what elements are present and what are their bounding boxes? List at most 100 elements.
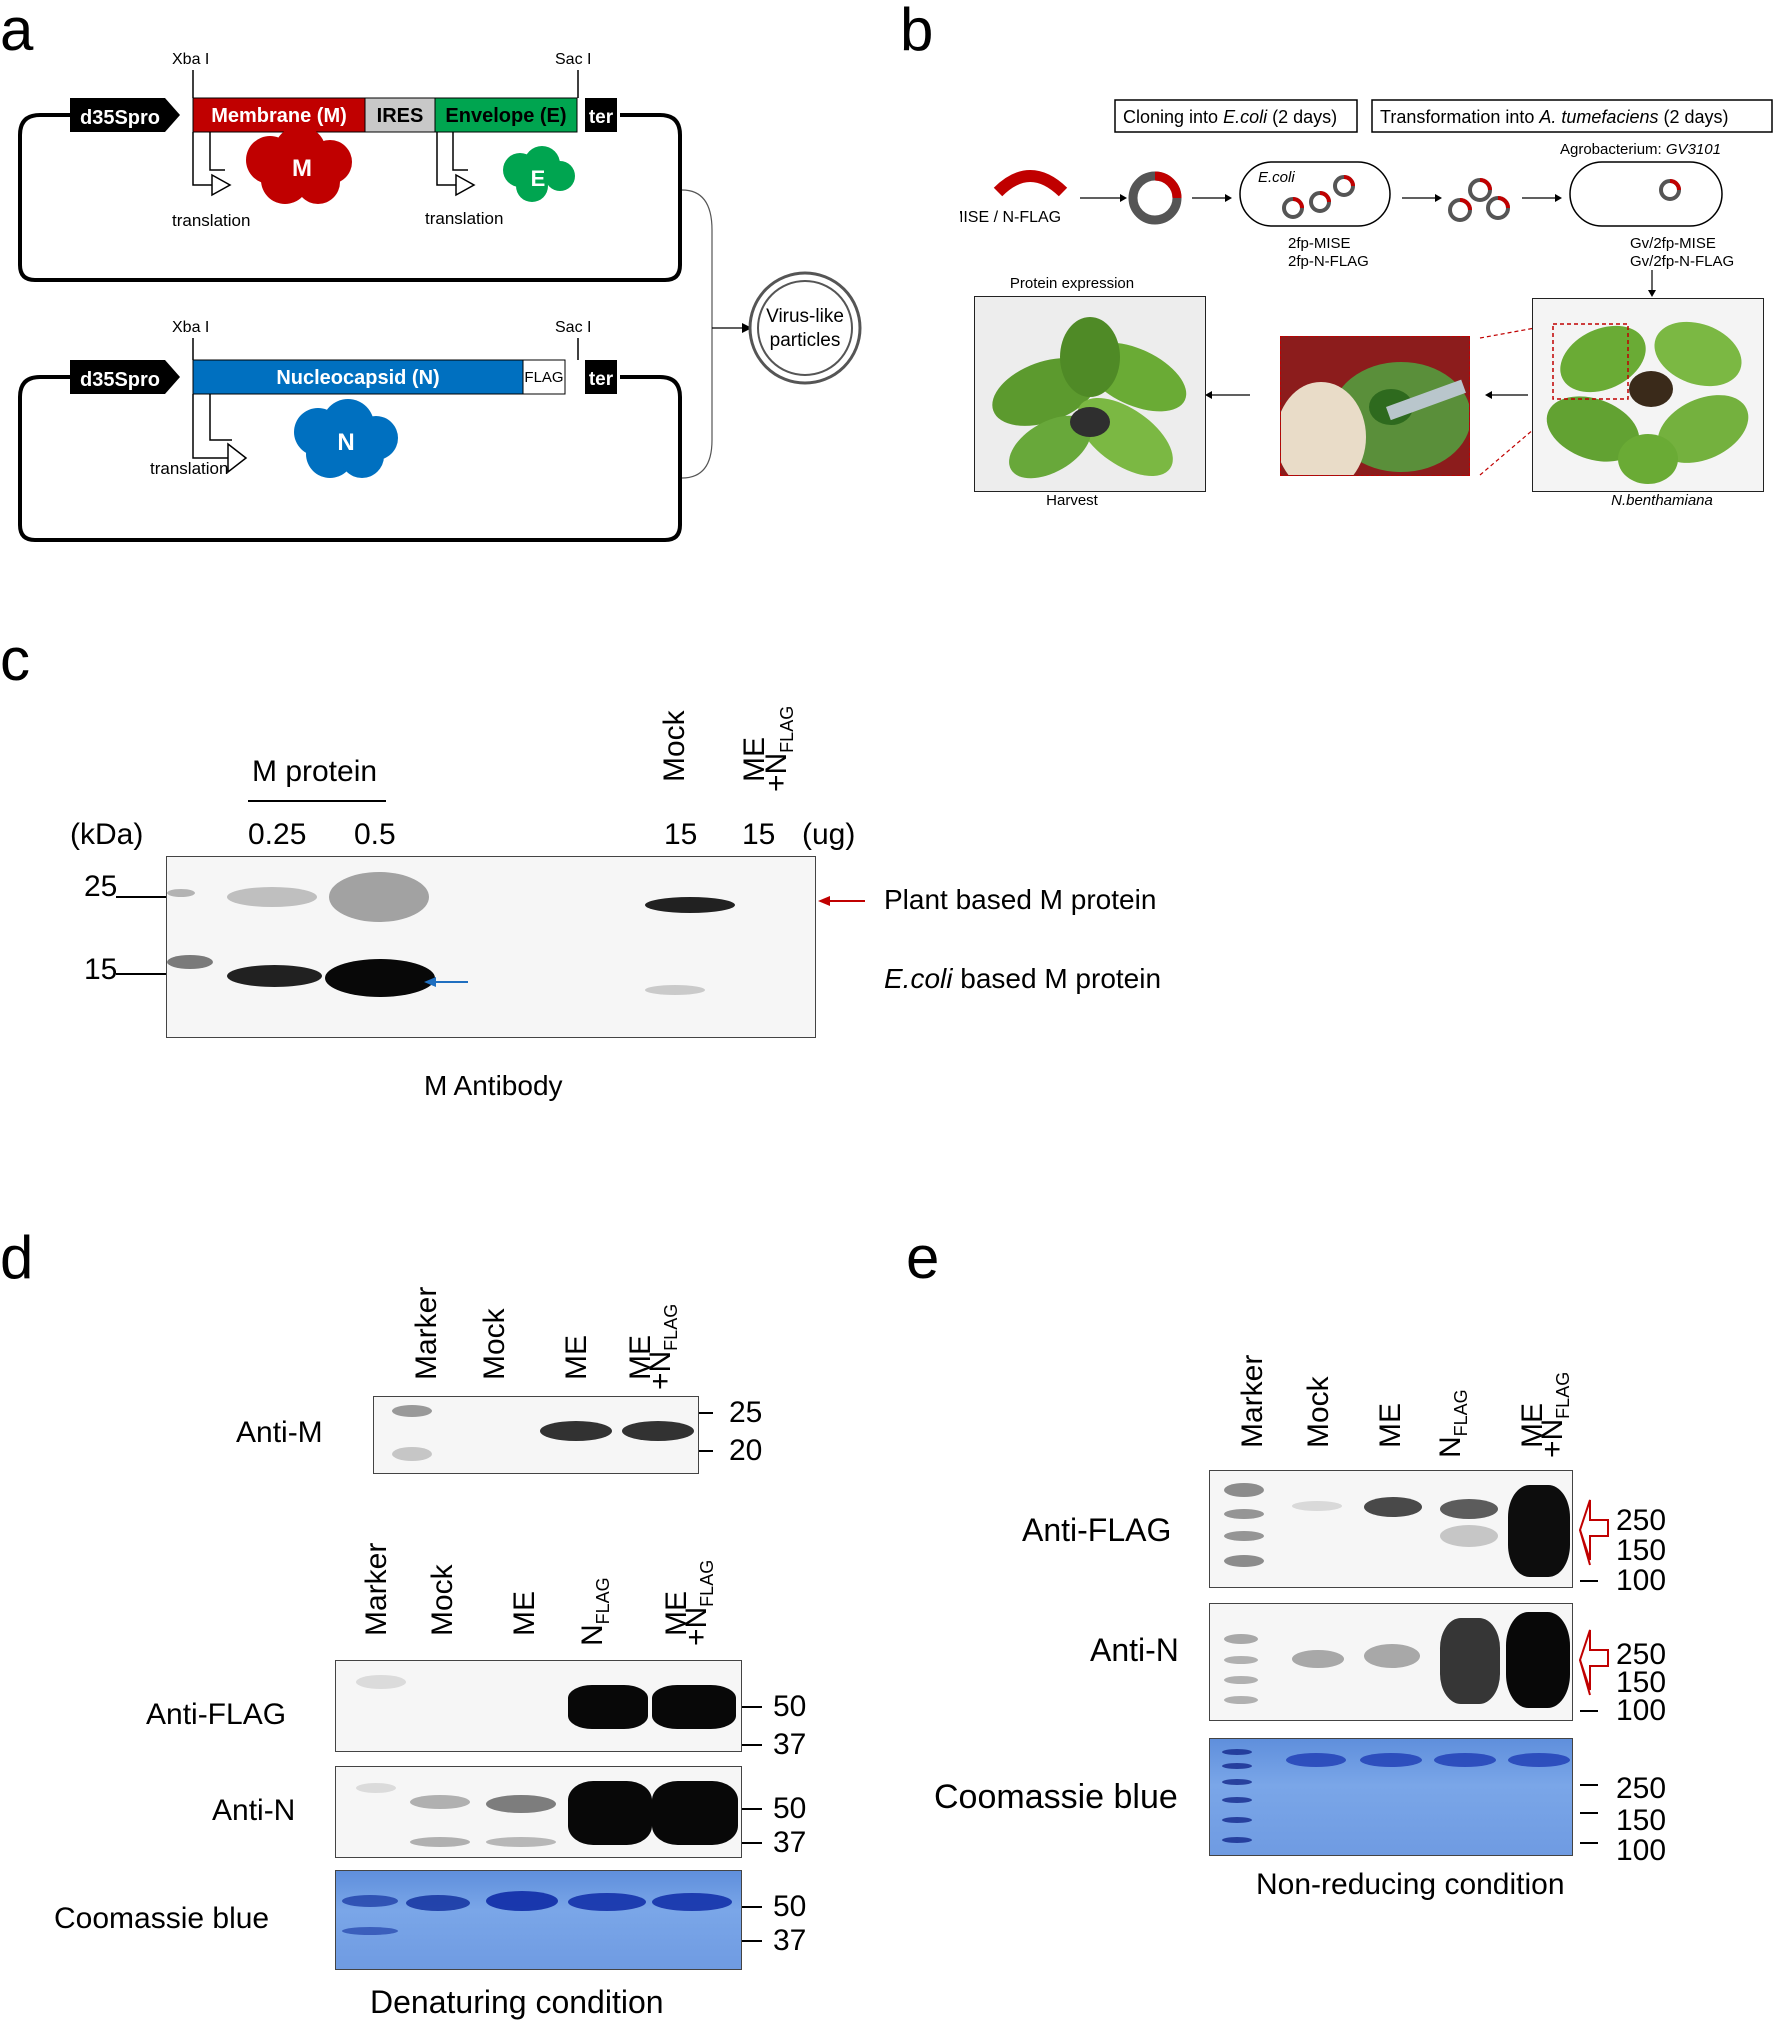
protein-expression-label: Protein expression — [1010, 275, 1134, 292]
agro-plasmid — [1659, 179, 1681, 201]
panel-letter-a: a — [0, 0, 34, 63]
step2-label: Transformation into A. tumefaciens (2 da… — [1380, 107, 1729, 127]
western-blot-anti-n-e — [1209, 1603, 1573, 1721]
anti-n-label-d: Anti-N — [212, 1794, 296, 1827]
marker-25-c-line — [116, 896, 166, 898]
ecoli-cell-label: E.coli — [1258, 169, 1295, 186]
amount-lane-mock: 15 — [664, 818, 698, 851]
lane-label-nflag-plus-e: +NFLAG — [1536, 1371, 1573, 1458]
construct2-terminator: ter — [589, 369, 614, 390]
m-antibody-label: M Antibody — [424, 1070, 563, 1101]
panel-letter-d: d — [0, 1224, 34, 1291]
lane-label-mock-d: Mock — [426, 1564, 459, 1636]
tick-37-d-c — [742, 1940, 762, 1942]
amount-lane-me: 15 — [742, 818, 776, 851]
western-blot-anti-n-d — [335, 1766, 742, 1858]
marker-50-d-n: 50 — [773, 1792, 807, 1825]
marker-37-d-c: 37 — [773, 1924, 807, 1957]
protein-e-label: E — [531, 166, 546, 191]
western-blot-anti-flag-d — [335, 1660, 742, 1752]
m-protein-group-underline — [248, 800, 386, 802]
tick-250-e-c — [1580, 1784, 1598, 1786]
lane-label-mock-c: Mock — [658, 710, 691, 782]
construct2-site-xba: Xba I — [172, 319, 209, 336]
marker-100-e-n: 100 — [1616, 1694, 1667, 1727]
ecoli-product-1: 2fp-MISE — [1288, 235, 1351, 252]
panel-a-construct-diagram: d35Spro Xba I Sac I Membrane (M) IRES En… — [18, 51, 862, 542]
translation-label-3: translation — [150, 459, 228, 478]
lane-label-me-d: ME — [508, 1591, 541, 1636]
insert-label: MISE / N-FLAG — [960, 209, 1061, 226]
construct1-site-sac: Sac I — [555, 51, 591, 68]
ug-label: (ug) — [802, 818, 856, 851]
infiltration-photo — [1280, 336, 1470, 476]
marker-250-e-n: 250 — [1616, 1638, 1667, 1671]
tick-100-e-flag — [1580, 1580, 1598, 1582]
tick-50-d-flag — [742, 1706, 762, 1708]
panel-c-arrows — [424, 896, 865, 987]
construct1-promoter: d35Spro — [80, 107, 160, 129]
harvest-label: Harvest — [1046, 492, 1099, 509]
lane-label-mock-e: Mock — [1302, 1376, 1335, 1448]
gene-nucleocapsid: Nucleocapsid (N) — [276, 367, 439, 389]
tick-50-d-n — [742, 1808, 762, 1810]
lane-label-me-e: ME — [1374, 1403, 1407, 1448]
ires-element: IRES — [377, 105, 424, 127]
lane-label-nflag-e: NFLAG — [1434, 1389, 1471, 1458]
western-blot-anti-m — [373, 1396, 699, 1474]
amount-lane2: 0.5 — [354, 818, 396, 851]
marker-250-e-c: 250 — [1616, 1772, 1667, 1805]
agro-product-2: Gv/2fp-N-FLAG — [1630, 253, 1734, 270]
marker-37-d-flag: 37 — [773, 1728, 807, 1761]
marker-150-e-n: 150 — [1616, 1666, 1667, 1699]
anti-m-label: Anti-M — [236, 1416, 323, 1449]
tick-37-d-n — [742, 1842, 762, 1844]
lane-label-marker-d: Marker — [360, 1542, 393, 1636]
panel-letter-e: e — [906, 1224, 940, 1291]
ecoli-plasmids — [1282, 175, 1355, 219]
tick-25-d — [699, 1412, 713, 1414]
gene-membrane: Membrane (M) — [211, 105, 347, 127]
free-plasmids — [1448, 178, 1510, 222]
lane-label-mock-d-top: Mock — [478, 1308, 511, 1380]
tick-37-d-flag — [742, 1744, 762, 1746]
ecoli-product-2: 2fp-N-FLAG — [1288, 253, 1369, 270]
m-protein-group-label: M protein — [252, 755, 378, 788]
coomassie-gel-d — [335, 1870, 742, 1970]
translation-label-2: translation — [425, 209, 503, 228]
anti-flag-label-d: Anti-FLAG — [146, 1698, 287, 1731]
n-benthamiana-photo — [1532, 298, 1764, 492]
translation-label-1: translation — [172, 211, 250, 230]
plant-based-m-label: Plant based M protein — [884, 884, 1157, 915]
panel-letter-c: c — [0, 626, 30, 693]
tick-150-e-c — [1580, 1812, 1598, 1814]
marker-50-d-c: 50 — [773, 1890, 807, 1923]
marker-15-c-line — [116, 973, 166, 975]
marker-15-c: 15 — [84, 953, 118, 986]
marker-150-e-c: 150 — [1616, 1804, 1667, 1837]
tick-50-d-c — [742, 1906, 762, 1908]
tick-100-e-n — [1580, 1710, 1598, 1712]
marker-25-d: 25 — [729, 1396, 763, 1429]
vlp-label-line2: particles — [770, 330, 841, 351]
anti-n-label-e: Anti-N — [1090, 1632, 1179, 1668]
lane-label-nflag-plus-d-top: +NFLAG — [644, 1303, 681, 1390]
lane-label-nflag-plus-d: +NFLAG — [680, 1559, 717, 1646]
panel-e-red-arrows — [1578, 1499, 1609, 1696]
flag-tag: FLAG — [524, 369, 563, 386]
marker-100-e-c: 100 — [1616, 1834, 1667, 1867]
plant-species-label: N.benthamiana — [1611, 492, 1713, 509]
protein-n-blob — [294, 399, 398, 478]
agro-product-1: Gv/2fp-MISE — [1630, 235, 1716, 252]
coomassie-label-d: Coomassie blue — [54, 1902, 270, 1935]
gene-envelope: Envelope (E) — [445, 105, 566, 127]
lane-label-nflag-d: NFLAG — [576, 1577, 613, 1646]
construct1-site-xba: Xba I — [172, 51, 209, 68]
lane-label-nflag-c: +NFLAG — [760, 705, 797, 792]
marker-250-e-flag: 250 — [1616, 1504, 1667, 1537]
tick-100-e-c — [1580, 1842, 1598, 1844]
marker-50-d-flag: 50 — [773, 1690, 807, 1723]
ecoli-based-m-label: E.coli based M protein — [884, 963, 1162, 994]
construct1-terminator: ter — [589, 107, 614, 128]
vlp-label-line1: Virus-like — [766, 306, 844, 327]
